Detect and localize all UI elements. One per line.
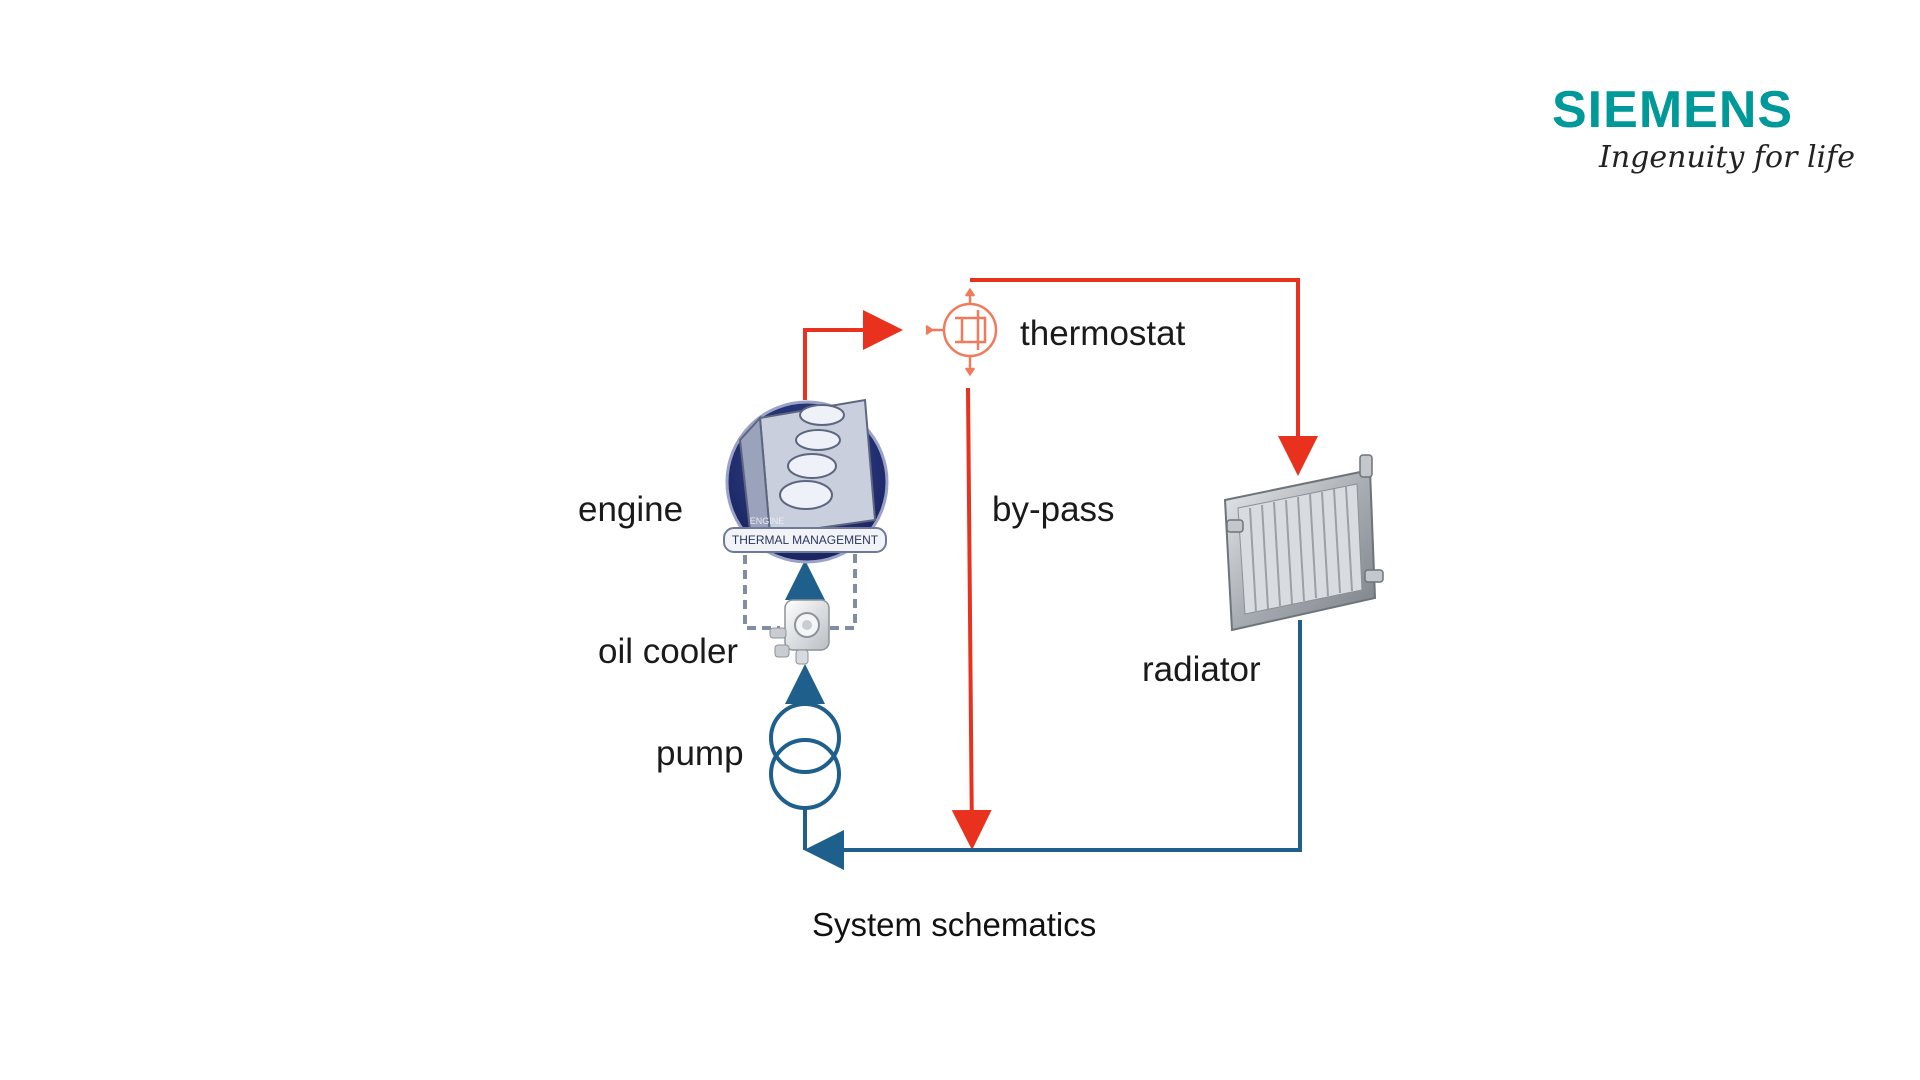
pump-icon <box>769 702 841 810</box>
logo-tagline: Ingenuity for life <box>1599 140 1855 175</box>
pump-label: pump <box>656 734 744 773</box>
radiator-label: radiator <box>1142 650 1261 689</box>
bypass-label: by-pass <box>992 490 1115 529</box>
engine-badge-small-text: ENGINE <box>750 516 785 526</box>
return-line <box>803 620 1302 870</box>
engine-badge-icon: THERMAL MANAGEMENT ENGINE <box>723 398 889 564</box>
thermostat-label: thermostat <box>1020 314 1186 353</box>
engine-label: engine <box>578 490 684 529</box>
engine-to-thermostat-line <box>803 310 903 400</box>
engine-badge-text: THERMAL MANAGEMENT <box>732 533 879 547</box>
thermostat-icon <box>925 287 998 377</box>
figure-caption: System schematics <box>812 906 1097 943</box>
radiator-icon <box>1223 454 1384 632</box>
oil-cooler-icon <box>769 599 830 665</box>
siemens-logo: SIEMENS Ingenuity for life <box>1552 80 1855 190</box>
thermostat-to-radiator-line <box>970 278 1318 476</box>
oil-cooler-label: oil cooler <box>598 632 739 671</box>
bypass-line <box>951 387 992 850</box>
oil-loop-dashed <box>743 540 857 630</box>
logo-wordmark: SIEMENS <box>1552 81 1794 139</box>
